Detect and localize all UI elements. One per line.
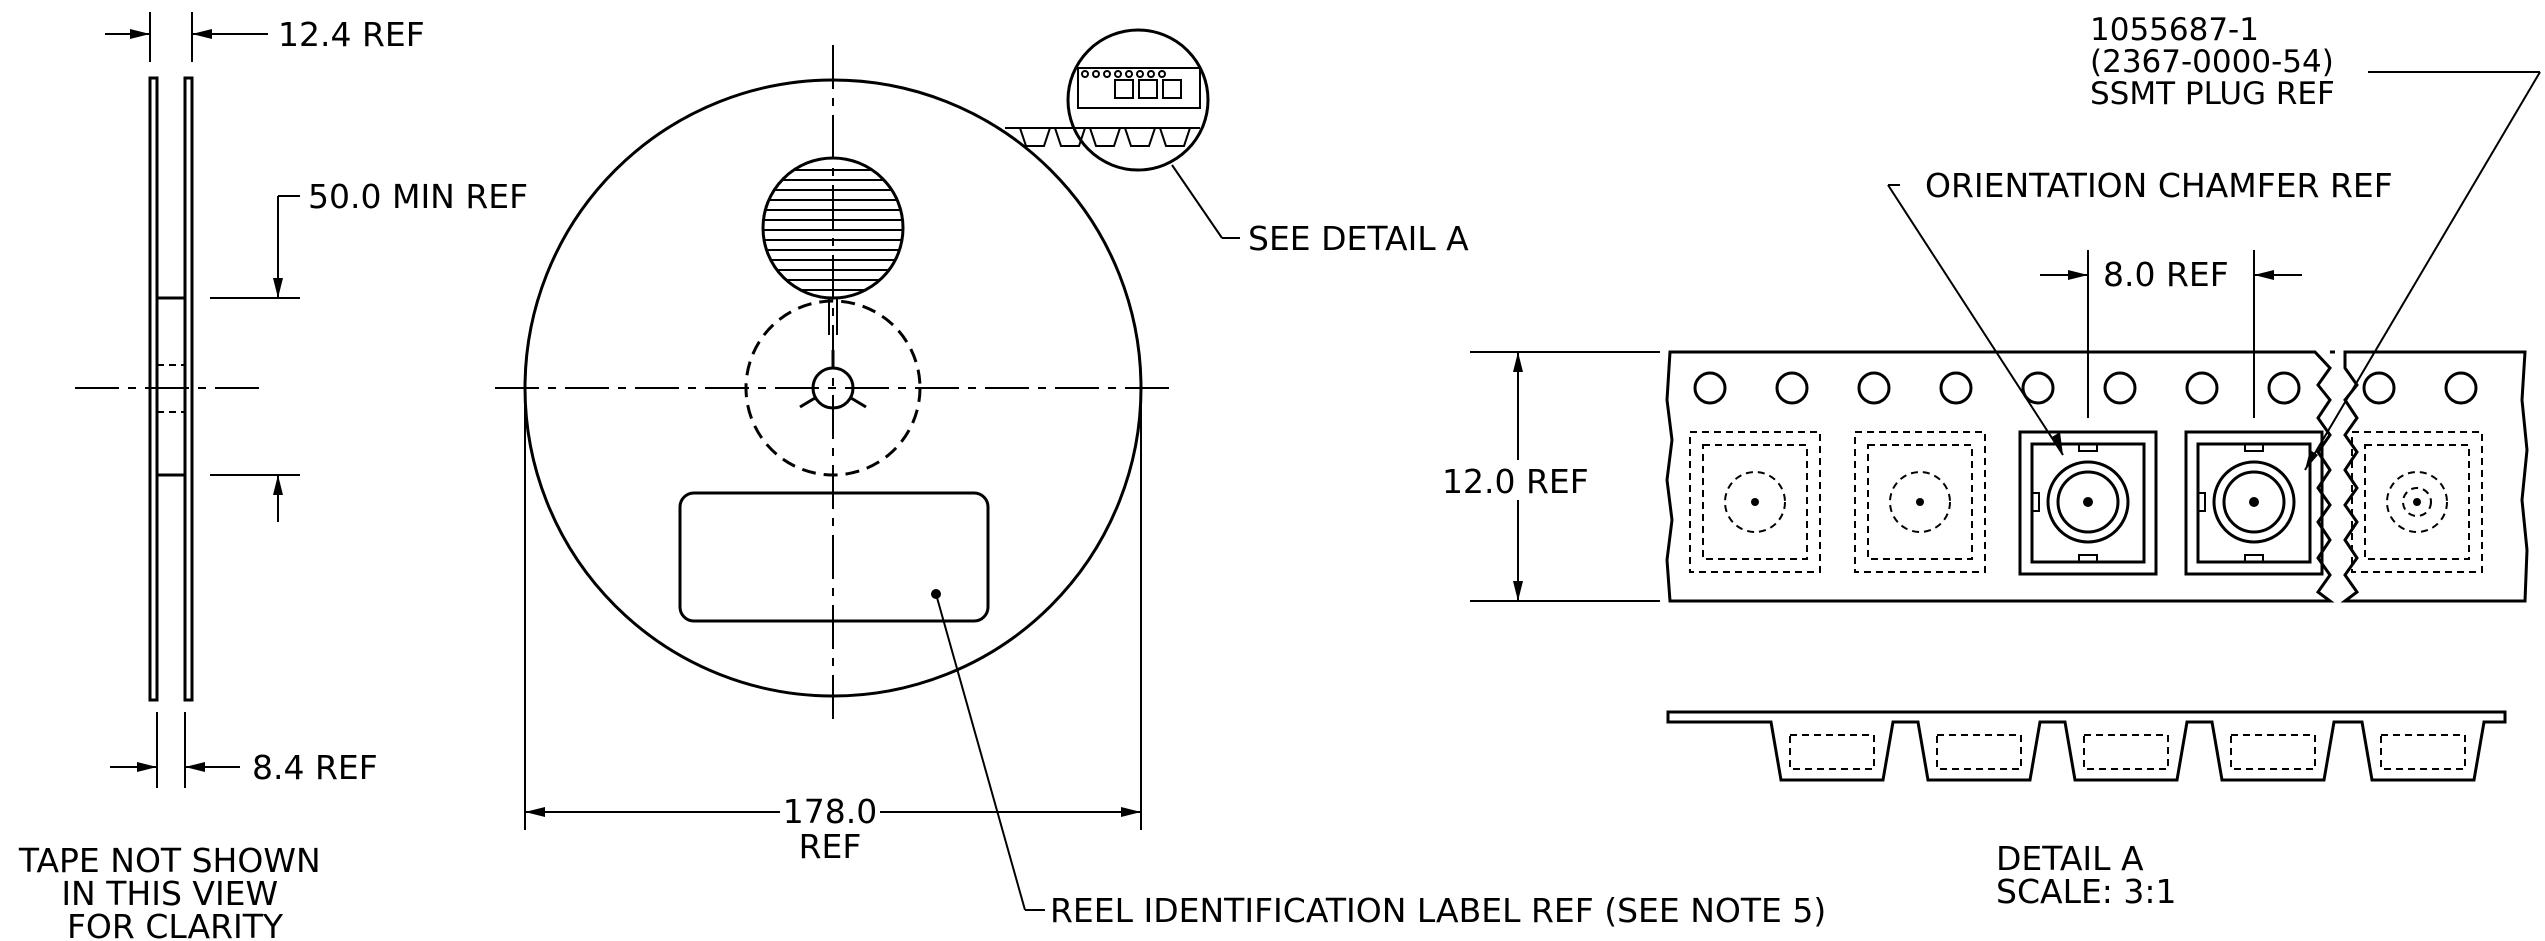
reel-id-label-callout: REEL IDENTIFICATION LABEL REF (SEE NOTE … <box>1050 891 1826 930</box>
pocket-hidden-1 <box>1689 431 1821 573</box>
tape-side-profile <box>1666 710 2507 782</box>
reel-front-view: REEL IDENTIFICATION LABEL REF (SEE NOTE … <box>495 28 1826 930</box>
dim-width-12-4: 12.4 REF <box>105 12 425 62</box>
chamfer-callout: ORIENTATION CHAMFER REF <box>1887 166 2393 456</box>
sprocket-holes <box>1693 371 2478 405</box>
reel-id-label-area <box>678 491 990 623</box>
dim-tape-width-label: 12.0 REF <box>1442 462 1589 501</box>
dim-inner-8-4: 8.4 REF <box>110 712 378 788</box>
sprocket-hole <box>1775 371 1809 405</box>
detail-title: DETAIL A <box>1996 839 2144 878</box>
sprocket-hole <box>1939 371 1973 405</box>
see-detail-callout: SEE DETAIL A <box>1248 219 1469 258</box>
hub-dashed-circle <box>744 299 922 477</box>
dim-pitch-label: 8.0 REF <box>2103 255 2229 294</box>
carrier-tape-right <box>2330 350 2529 603</box>
bore-keys <box>799 350 867 409</box>
dim-diameter-178: 178.0 REF <box>524 400 1142 866</box>
pocket-hidden-3 <box>2351 431 2483 573</box>
dim-hub-label: 50.0 MIN REF <box>308 177 528 216</box>
sprocket-hole <box>2021 371 2055 405</box>
tape-window <box>761 156 905 300</box>
dim-diameter-suffix: REF <box>799 827 862 866</box>
dim-hub-50: 50.0 MIN REF <box>210 177 528 522</box>
sprocket-hole <box>2103 371 2137 405</box>
sprocket-hole <box>2267 371 2301 405</box>
dim-tape-width-12: 12.0 REF <box>1442 351 1660 602</box>
carrier-tape-left <box>1665 350 2335 603</box>
ssmt-plug-pocket-2 <box>2184 430 2324 576</box>
detail-a-view: 12.0 REF 8.0 REF ORIENTATION CHAMFER REF… <box>1442 12 2541 911</box>
part-alt-number: (2367-0000-54) <box>2090 44 2334 80</box>
dim-width-label: 12.4 REF <box>278 15 425 54</box>
side-view-note: TAPE NOT SHOWN IN THIS VIEW FOR CLARITY <box>18 841 331 941</box>
sprocket-hole <box>1857 371 1891 405</box>
sprocket-hole <box>2444 371 2478 405</box>
ssmt-plug-pocket-1 <box>2018 430 2158 576</box>
dim-diameter-value: 178.0 <box>783 792 877 831</box>
detail-scale: SCALE: 3:1 <box>1996 872 2177 911</box>
sprocket-hole <box>2185 371 2219 405</box>
dim-pitch-8: 8.0 REF <box>2040 250 2302 418</box>
pocket-hidden-2 <box>1854 431 1986 573</box>
side-view: 12.4 REF 50.0 MIN REF 8.4 REF TAPE NOT S… <box>18 12 528 941</box>
part-number: 1055687-1 <box>2090 12 2259 48</box>
detail-a-indicator: SEE DETAIL A <box>1005 28 1469 258</box>
chamfer-callout-label: ORIENTATION CHAMFER REF <box>1925 166 2393 205</box>
part-description: SSMT PLUG REF <box>2090 76 2335 112</box>
sprocket-hole <box>2362 371 2396 405</box>
dim-inner-label: 8.4 REF <box>252 748 378 787</box>
sprocket-hole <box>1693 371 1727 405</box>
part-number-callout: 1055687-1 (2367-0000-54) SSMT PLUG REF <box>2090 12 2541 471</box>
